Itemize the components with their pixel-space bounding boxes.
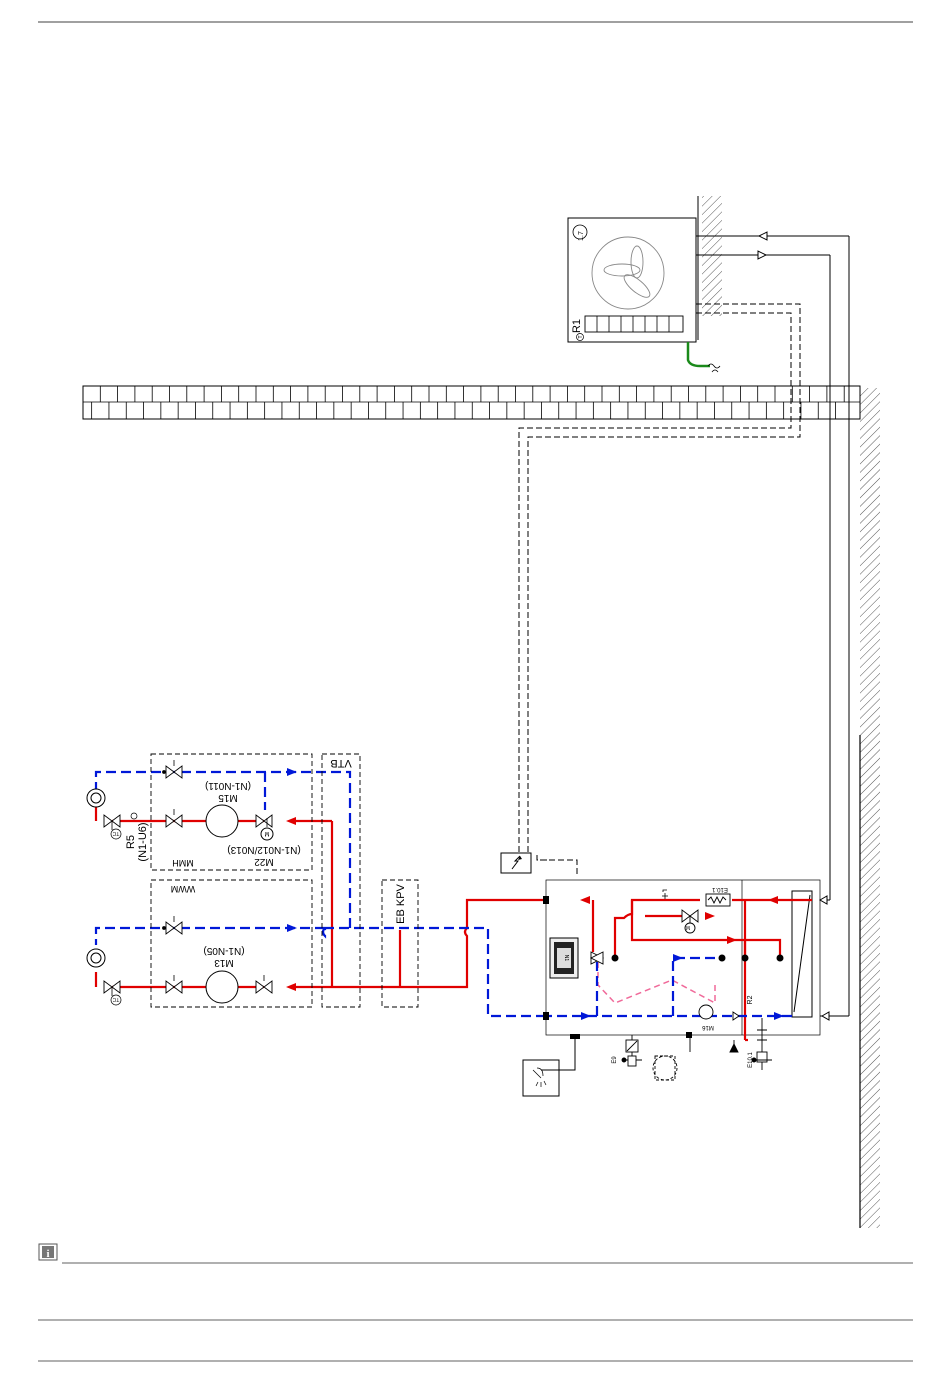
m22-label: M22 [254,856,274,867]
e9-label: E9 [612,1056,618,1064]
circuit-pumps [206,805,273,1003]
condensate-drain [688,342,710,366]
vtb-box [322,754,360,1007]
sensor-r1-label: R1 [571,319,583,333]
motor-label-2: M [265,830,270,836]
mmh-label: MMH [172,858,194,868]
tc-label-2: TC [112,996,119,1002]
eb-kpv-label: EB KPV [395,883,407,923]
pump-m16-label: M16 [702,1024,714,1030]
m15-ref-label: (N1-N011) [205,780,251,791]
m22-ref-label: (N1-N012/N013) [227,844,300,855]
evaporator-coil [585,316,683,332]
m13-label: M13 [214,957,234,968]
vtb-label: VTB [330,757,351,769]
indoor-unit: N1 [523,880,820,1096]
outdoor-unit: 1.7 R1 T [568,218,720,372]
svg-text:i: i [46,1248,49,1260]
refrigerant-circuit [598,962,715,1003]
valve-stems [112,760,264,996]
ground-strip [83,386,860,419]
outer-wall [698,196,880,1228]
heating-element-e10 [706,894,730,906]
outdoor-unit-badge: 1.7 [578,231,585,241]
return-lines [96,772,792,1016]
valve-icon [591,910,698,964]
safety-group [622,1018,772,1080]
controller-n1-label: N1 [563,955,569,962]
r5-label: R5 [125,835,137,849]
pump-icon [699,1005,739,1020]
sensor-r1-symbol: T [578,335,584,338]
circuit-valves [104,766,272,993]
e10-1-label: E10.1 [712,886,728,892]
m15-label: M15 [218,792,238,803]
r5-ref-label: (N1-U6) [137,822,149,861]
motor-label: M [686,924,690,930]
wwm-label: WWM [171,884,196,894]
info-icon: i [39,1244,57,1260]
r2-label: R2 [747,995,754,1004]
circuit-boxes [151,754,418,1007]
pressure-gauge [662,890,668,899]
electric-supply-icon [501,853,531,873]
m13-ref-label: (N1-N05) [203,945,244,956]
tc-label-1: TC [112,830,119,836]
